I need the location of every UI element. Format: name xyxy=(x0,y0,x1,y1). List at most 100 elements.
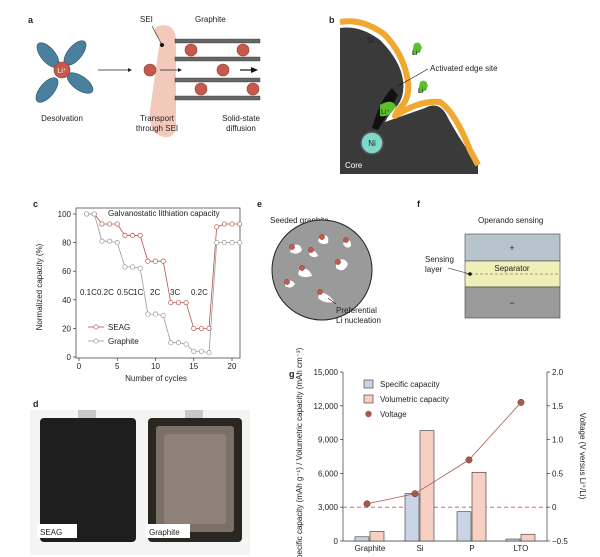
panel-title: Seeded graphite xyxy=(270,216,329,225)
li-label: Li⁺ xyxy=(412,50,421,57)
data-point xyxy=(183,300,189,306)
data-point xyxy=(114,240,120,246)
rate-label: 0.5C xyxy=(117,288,134,297)
panel-e: e Seeded graphite Preferential Li nuclea… xyxy=(257,199,381,325)
sensing-label: Sensing xyxy=(425,255,454,264)
sei-layer xyxy=(149,25,176,138)
graphite-label: Graphite xyxy=(195,15,226,24)
data-point xyxy=(191,325,197,331)
li-ion-icon xyxy=(412,42,422,55)
data-point xyxy=(152,311,159,317)
y2-axis-label: Voltage (V versus Li⁺/Li) xyxy=(578,413,587,500)
panel-label: a xyxy=(28,15,34,25)
bar-specific xyxy=(456,511,472,542)
data-point xyxy=(175,340,182,346)
data-point xyxy=(122,232,128,239)
y-tick-label: 0 xyxy=(334,537,339,546)
rate-label: 1C xyxy=(133,288,143,297)
legend-swatch xyxy=(363,379,374,389)
panel-label: b xyxy=(329,15,335,25)
li-ion-icon xyxy=(380,101,396,117)
voltage-point xyxy=(465,456,473,464)
li-ion-label: Li⁺ xyxy=(57,68,66,75)
legend-label: Specific capacity xyxy=(380,380,440,389)
voltage-line xyxy=(366,402,522,505)
y-tick-label: 40 xyxy=(62,296,71,305)
bar-volumetric xyxy=(369,531,385,542)
voltage-point xyxy=(411,490,419,498)
y-tick-label: 100 xyxy=(58,210,72,219)
panel-f: f Operando sensing + Separator − Sensing… xyxy=(417,199,561,319)
panel-label: g xyxy=(289,369,295,379)
minus-label: − xyxy=(509,298,514,308)
legend-label: Graphite xyxy=(108,337,139,346)
data-point xyxy=(84,211,90,217)
data-point xyxy=(145,258,151,264)
y2-tick-label: −0.5 xyxy=(552,537,568,546)
legend-label: SEAG xyxy=(108,323,130,332)
graphite-label: Graphite xyxy=(149,528,180,537)
series-line-seag xyxy=(86,213,240,329)
bar-volumetric xyxy=(471,471,487,542)
seag-pouch-cell xyxy=(40,418,136,542)
diffusion-label-2: diffusion xyxy=(226,124,256,133)
data-point xyxy=(183,341,189,347)
data-point xyxy=(160,258,166,264)
y-axis-label: Specific capacity (mAh g⁻¹) / Volumetric… xyxy=(295,347,304,557)
panel-title: Operando sensing xyxy=(478,216,543,225)
x-axis-label: Number of cycles xyxy=(125,374,187,383)
ni-particle xyxy=(360,131,384,155)
rate-label: 0.2C xyxy=(191,288,208,297)
li-label: Li⁺ xyxy=(418,88,427,95)
desolvation-label: Desolvation xyxy=(41,114,83,123)
panel-c-chart: c Galvanostatic lithiation capacity Numb… xyxy=(33,199,243,383)
graphite-layers xyxy=(143,38,261,101)
data-point xyxy=(130,232,136,239)
y-tick-label: 6,000 xyxy=(318,469,339,478)
data-point xyxy=(99,238,105,244)
bar-specific xyxy=(404,493,420,542)
data-point xyxy=(221,240,227,246)
chart-title: Galvanostatic lithiation capacity xyxy=(108,209,220,218)
panel-label: d xyxy=(33,399,39,409)
diffusion-label: Solid-state xyxy=(222,114,260,123)
legend-label: Voltage xyxy=(380,410,407,419)
x-tick-label: 15 xyxy=(189,362,198,371)
ni-label: Ni xyxy=(368,139,376,148)
bar-specific xyxy=(354,536,370,542)
sei-label: SEI xyxy=(140,15,153,24)
transport-label-2: through SEI xyxy=(136,124,178,133)
data-point xyxy=(206,325,212,331)
y2-tick-label: 1.5 xyxy=(552,402,564,411)
x-tick-label: 20 xyxy=(228,362,237,371)
li-label: Li⁺ xyxy=(381,109,390,116)
data-point xyxy=(229,240,235,246)
negative-electrode xyxy=(464,286,561,319)
panel-a: a Li⁺ Desolvation SEI Graphite xyxy=(28,15,261,138)
y-tick-label: 80 xyxy=(62,239,71,248)
legend-marker xyxy=(93,324,99,330)
transport-label: Transport xyxy=(140,114,175,123)
y-tick-label: 20 xyxy=(62,324,71,333)
y-tick-label: 3,000 xyxy=(318,503,339,512)
sensing-label-2: layer xyxy=(425,265,443,274)
bar-volumetric xyxy=(520,533,536,542)
voltage-point xyxy=(363,500,371,508)
panel-label: c xyxy=(33,199,38,209)
rate-label: 0.2C xyxy=(97,288,114,297)
data-point xyxy=(237,240,243,246)
rate-label: 0.1C xyxy=(80,288,97,297)
data-point xyxy=(137,265,143,271)
panel-g-chart: g Specific capacity (mAh g⁻¹) / Volumetr… xyxy=(289,347,587,557)
y2-tick-label: 1.0 xyxy=(552,436,564,445)
y2-tick-label: 0 xyxy=(552,503,557,512)
voltage-point xyxy=(517,398,525,406)
data-point xyxy=(160,312,166,319)
x-tick-label: 10 xyxy=(151,362,160,371)
panel-label: f xyxy=(417,199,421,209)
seag-label: SEAG xyxy=(40,528,62,537)
panel-label: e xyxy=(257,199,262,209)
positive-electrode xyxy=(464,233,561,262)
y-tick-label: 60 xyxy=(62,267,71,276)
